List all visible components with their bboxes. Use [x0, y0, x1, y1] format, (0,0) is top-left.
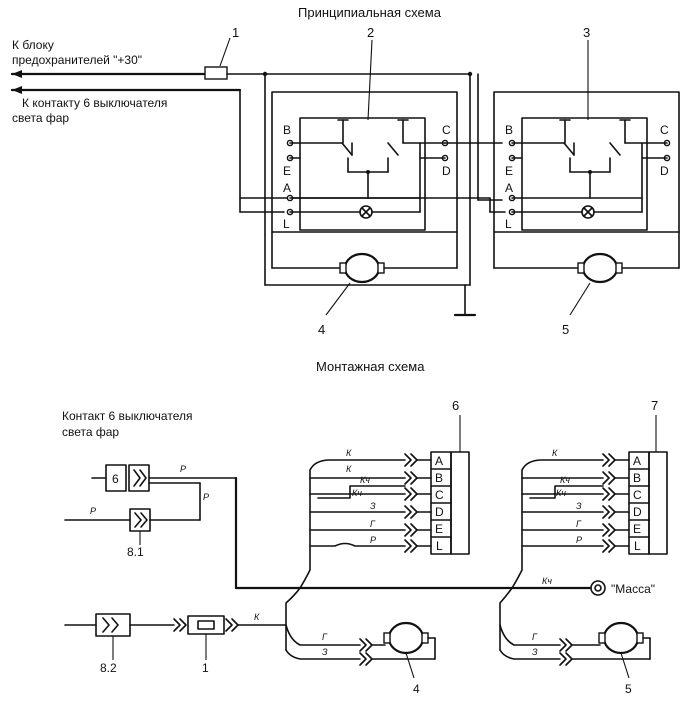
switch-label-1: К контакту 6 выключателя [22, 96, 167, 110]
svg-text:D: D [660, 164, 669, 178]
switch-label-2: света фар [12, 111, 69, 125]
svg-text:Р: Р [180, 464, 186, 474]
switch-connector: 6 Р Р [91, 464, 237, 521]
svg-text:D: D [435, 505, 444, 519]
callout-1: 1 [232, 25, 239, 40]
relay-3: B E A L C D [493, 91, 680, 233]
wiring-title: Монтажная схема [316, 359, 425, 374]
callout-5-wiring: 5 [625, 682, 632, 696]
harness-relay-7: К Кч Кч З Г Р [499, 448, 630, 651]
svg-text:C: C [660, 123, 669, 137]
schematic-title: Принципиальная схема [298, 5, 442, 20]
motor-4 [271, 231, 458, 284]
svg-text:Г: Г [576, 519, 582, 529]
svg-text:E: E [283, 164, 291, 178]
svg-text:Р: Р [370, 535, 376, 545]
svg-text:E: E [505, 164, 513, 178]
svg-text:Р: Р [576, 535, 582, 545]
svg-text:Г: Г [532, 632, 538, 642]
svg-text:З: З [532, 647, 538, 657]
fuse-1-symbol [204, 66, 228, 80]
svg-text:A: A [633, 454, 641, 468]
callout-4-wiring: 4 [413, 682, 420, 696]
fuse-1-wiring: К 1 [173, 612, 287, 675]
fuse-block-label-1: К блоку [12, 38, 54, 52]
switch-arrow [10, 86, 242, 94]
relay-connector-6: A B C D E L [430, 451, 470, 555]
svg-text:B: B [435, 471, 443, 485]
relay-connector-7: A B C D E L [628, 451, 668, 555]
callout-1-wiring: 1 [202, 661, 209, 675]
relay-2: B E A L C D [271, 91, 503, 233]
svg-text:L: L [283, 217, 290, 231]
callout-3: 3 [583, 25, 590, 40]
svg-text:Кч: Кч [352, 488, 362, 498]
callout-8-2: 8.2 [100, 661, 117, 675]
svg-text:E: E [435, 522, 443, 536]
svg-text:D: D [442, 164, 451, 178]
callout-6: 6 [452, 398, 459, 413]
svg-text:B: B [505, 123, 513, 137]
svg-text:L: L [505, 217, 512, 231]
svg-text:З: З [576, 501, 582, 511]
svg-text:C: C [435, 488, 444, 502]
ground-eyelet [590, 580, 606, 596]
svg-text:B: B [633, 471, 641, 485]
svg-text:Г: Г [322, 632, 328, 642]
supply-arrow [10, 70, 207, 78]
svg-text:Г: Г [370, 519, 376, 529]
svg-text:З: З [370, 501, 376, 511]
motor-5-wiring: Г З 5 [499, 621, 651, 696]
svg-text:6: 6 [112, 472, 119, 486]
svg-text:D: D [633, 505, 642, 519]
switch-contact-label-2: света фар [62, 425, 119, 439]
motor-5 [493, 231, 680, 284]
svg-text:A: A [435, 454, 443, 468]
svg-text:A: A [283, 181, 291, 195]
connector-8-2: 8.2 [64, 613, 175, 675]
svg-text:C: C [633, 488, 642, 502]
svg-text:L: L [436, 539, 443, 553]
svg-text:Кч: Кч [560, 475, 570, 485]
svg-text:Кч: Кч [360, 475, 370, 485]
callout-2: 2 [367, 25, 374, 40]
switch-contact-label-1: Контакт 6 выключателя [62, 409, 192, 423]
svg-text:З: З [322, 647, 328, 657]
svg-text:B: B [283, 123, 291, 137]
callout-8-1: 8.1 [127, 545, 144, 559]
svg-text:L: L [634, 539, 641, 553]
svg-text:Р: Р [90, 506, 96, 516]
motor-4-wiring: Г З 4 [285, 621, 436, 696]
svg-text:К: К [346, 464, 352, 474]
svg-text:A: A [505, 181, 513, 195]
svg-text:К: К [346, 448, 352, 458]
svg-text:К: К [254, 612, 260, 622]
harness-relay-6: К К Кч Кч З Г Р [285, 448, 432, 651]
svg-text:C: C [442, 123, 451, 137]
svg-text:К: К [552, 448, 558, 458]
svg-text:Р: Р [203, 492, 209, 502]
svg-text:Кч: Кч [542, 576, 552, 586]
connector-8-1: Р 8.1 [64, 506, 201, 559]
callout-7: 7 [651, 398, 658, 413]
callout-5: 5 [562, 322, 569, 337]
callout-4: 4 [318, 322, 325, 337]
svg-text:Кч: Кч [556, 488, 566, 498]
ground-label: "Масса" [611, 582, 655, 596]
fuse-block-label-2: предохранителей "+30" [12, 53, 142, 67]
svg-text:E: E [633, 522, 641, 536]
